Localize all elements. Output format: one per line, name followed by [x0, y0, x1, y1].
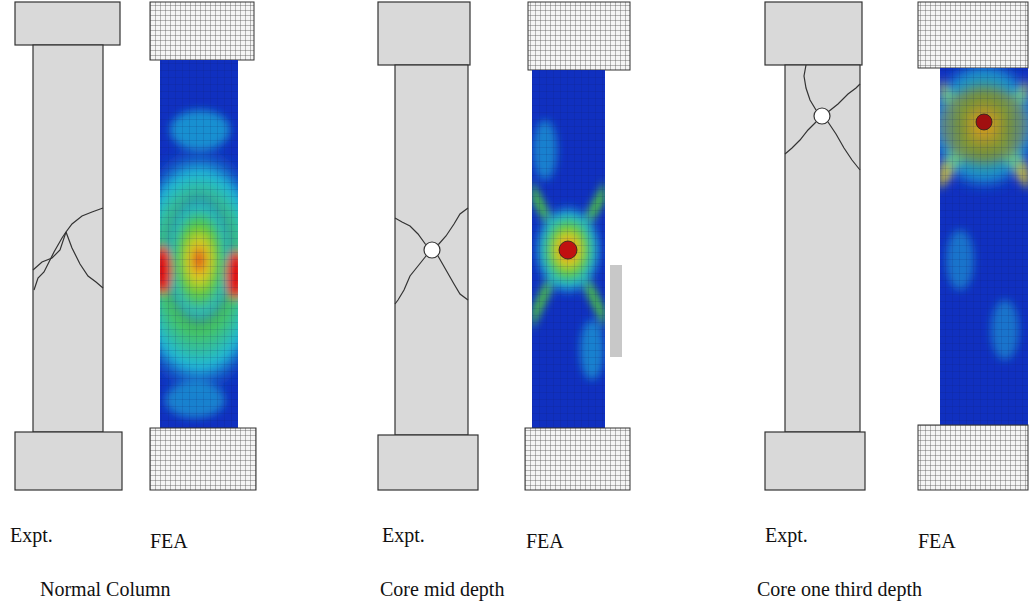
case-caption: Core one third depth — [757, 578, 922, 600]
panel-label: FEA — [526, 530, 564, 552]
case-caption: Normal Column — [40, 578, 171, 600]
crack — [395, 208, 468, 304]
panel-label: Expt. — [10, 524, 53, 546]
case-caption: Core mid depth — [380, 578, 504, 600]
crack — [33, 208, 103, 290]
panel-label: Expt. — [382, 524, 425, 546]
scale-bar — [610, 265, 622, 357]
fea-column — [918, 2, 1032, 490]
panel-label: FEA — [918, 530, 956, 552]
expt-column — [378, 2, 478, 490]
panel-label: Expt. — [765, 524, 808, 546]
expt-column — [765, 2, 865, 490]
crack — [785, 65, 860, 170]
core-hole — [814, 108, 830, 124]
panel-label: FEA — [150, 530, 188, 552]
expt-column — [15, 2, 122, 490]
fea-column — [525, 2, 630, 490]
core-hole — [424, 242, 440, 258]
fea-column — [124, 2, 274, 490]
